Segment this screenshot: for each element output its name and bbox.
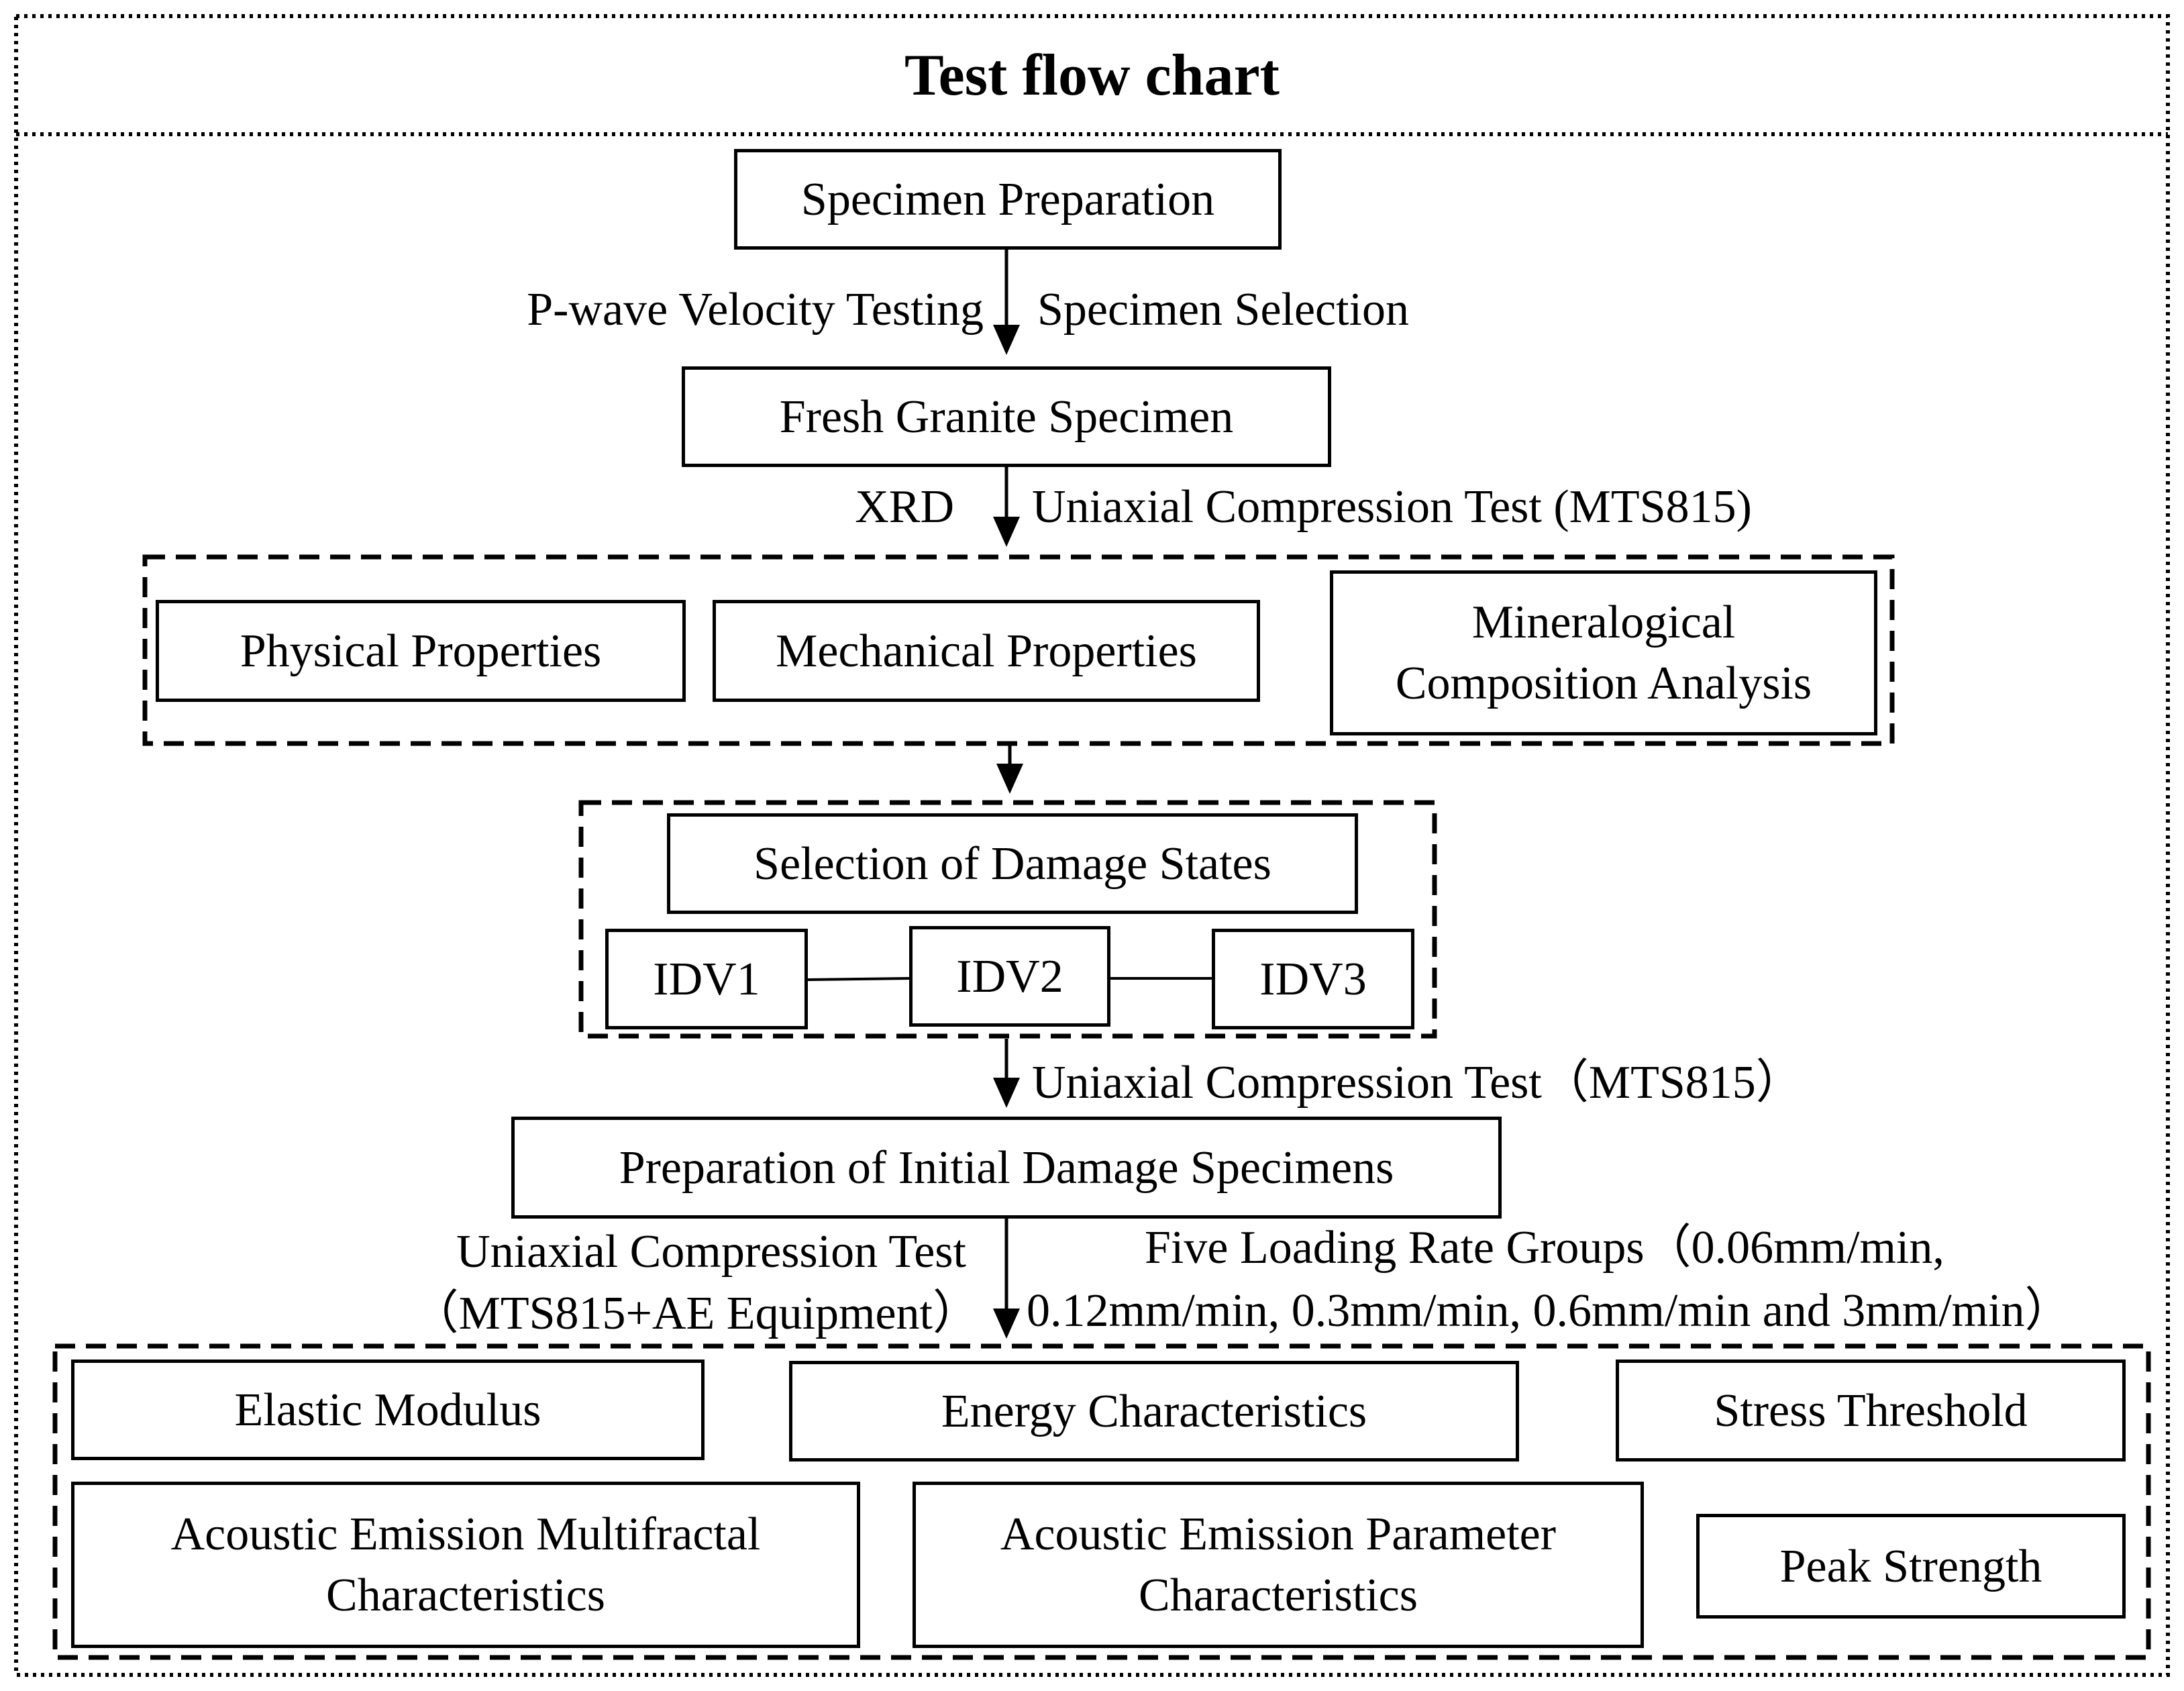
loading-rates-line-1: Five Loading Rate Groups（0.06mm/min, bbox=[1145, 1222, 1944, 1274]
idv2-label: IDV2 bbox=[956, 950, 1063, 1003]
ae-parameter-box: Acoustic Emission Parameter Characterist… bbox=[913, 1482, 1644, 1648]
elastic-modulus-box: Elastic Modulus bbox=[71, 1360, 705, 1460]
idv1-idv2-link bbox=[807, 977, 910, 981]
ae-multifractal-line-1: Acoustic Emission Multifractal bbox=[170, 1508, 761, 1560]
mineralogical-composition-box: Mineralogical Composition Analysis bbox=[1330, 570, 1877, 735]
selection-damage-states-box: Selection of Damage States bbox=[667, 813, 1358, 914]
idv2-box: IDV2 bbox=[909, 926, 1110, 1027]
energy-characteristics-label: Energy Characteristics bbox=[941, 1385, 1367, 1437]
specimen-preparation-box: Specimen Preparation bbox=[734, 149, 1282, 250]
specimen-preparation-label: Specimen Preparation bbox=[800, 173, 1215, 225]
specimen-selection-label: Specimen Selection bbox=[1037, 284, 1410, 336]
mechanical-properties-box: Mechanical Properties bbox=[713, 600, 1260, 702]
mineralogical-line-2: Composition Analysis bbox=[1395, 658, 1812, 709]
ucs-ae-label-line-1: Uniaxial Compression Test bbox=[456, 1226, 966, 1278]
preparation-initial-damage-box: Preparation of Initial Damage Specimens bbox=[511, 1117, 1502, 1219]
stress-threshold-label: Stress Threshold bbox=[1714, 1384, 2028, 1437]
elastic-modulus-label: Elastic Modulus bbox=[234, 1384, 541, 1436]
idv3-label: IDV3 bbox=[1259, 953, 1367, 1005]
ucs-mts-label-2: Uniaxial Compression Test（MTS815） bbox=[1032, 1057, 1803, 1109]
damage-states-group-frame bbox=[578, 800, 1437, 1039]
ucs-mts-label-1: Uniaxial Compression Test (MTS815) bbox=[1032, 481, 1752, 533]
peak-strength-box: Peak Strength bbox=[1696, 1514, 2126, 1619]
fresh-granite-specimen-box: Fresh Granite Specimen bbox=[682, 366, 1331, 467]
xrd-label: XRD bbox=[855, 481, 954, 533]
ae-parameter-line-2: Characteristics bbox=[1139, 1570, 1418, 1621]
p-wave-label: P-wave Velocity Testing bbox=[527, 284, 984, 336]
page-title: Test flow chart bbox=[904, 42, 1280, 108]
ae-multifractal-line-2: Characteristics bbox=[326, 1570, 605, 1621]
outer-frame bbox=[14, 14, 2170, 1677]
mechanical-properties-label: Mechanical Properties bbox=[776, 625, 1197, 677]
peak-strength-label: Peak Strength bbox=[1779, 1540, 2042, 1592]
physical-properties-box: Physical Properties bbox=[156, 600, 686, 702]
physical-properties-label: Physical Properties bbox=[240, 625, 602, 677]
ucs-ae-label-line-2: （MTS815+AE Equipment） bbox=[411, 1288, 980, 1339]
idv1-box: IDV1 bbox=[605, 929, 808, 1029]
ae-parameter-line-1: Acoustic Emission Parameter bbox=[1000, 1508, 1557, 1560]
idv3-box: IDV3 bbox=[1212, 929, 1414, 1029]
selection-damage-states-label: Selection of Damage States bbox=[753, 837, 1271, 890]
loading-rates-line-2: 0.12mm/min, 0.3mm/min, 0.6mm/min and 3mm… bbox=[1027, 1285, 2072, 1337]
stress-threshold-box: Stress Threshold bbox=[1616, 1360, 2126, 1462]
mineralogical-line-1: Mineralogical bbox=[1471, 597, 1736, 648]
ae-multifractal-box: Acoustic Emission Multifractal Character… bbox=[71, 1482, 860, 1648]
idv1-label: IDV1 bbox=[653, 953, 760, 1005]
preparation-initial-damage-label: Preparation of Initial Damage Specimens bbox=[619, 1141, 1394, 1194]
energy-characteristics-box: Energy Characteristics bbox=[789, 1361, 1519, 1462]
fresh-granite-specimen-label: Fresh Granite Specimen bbox=[779, 391, 1234, 443]
properties-group-frame bbox=[142, 554, 1895, 746]
